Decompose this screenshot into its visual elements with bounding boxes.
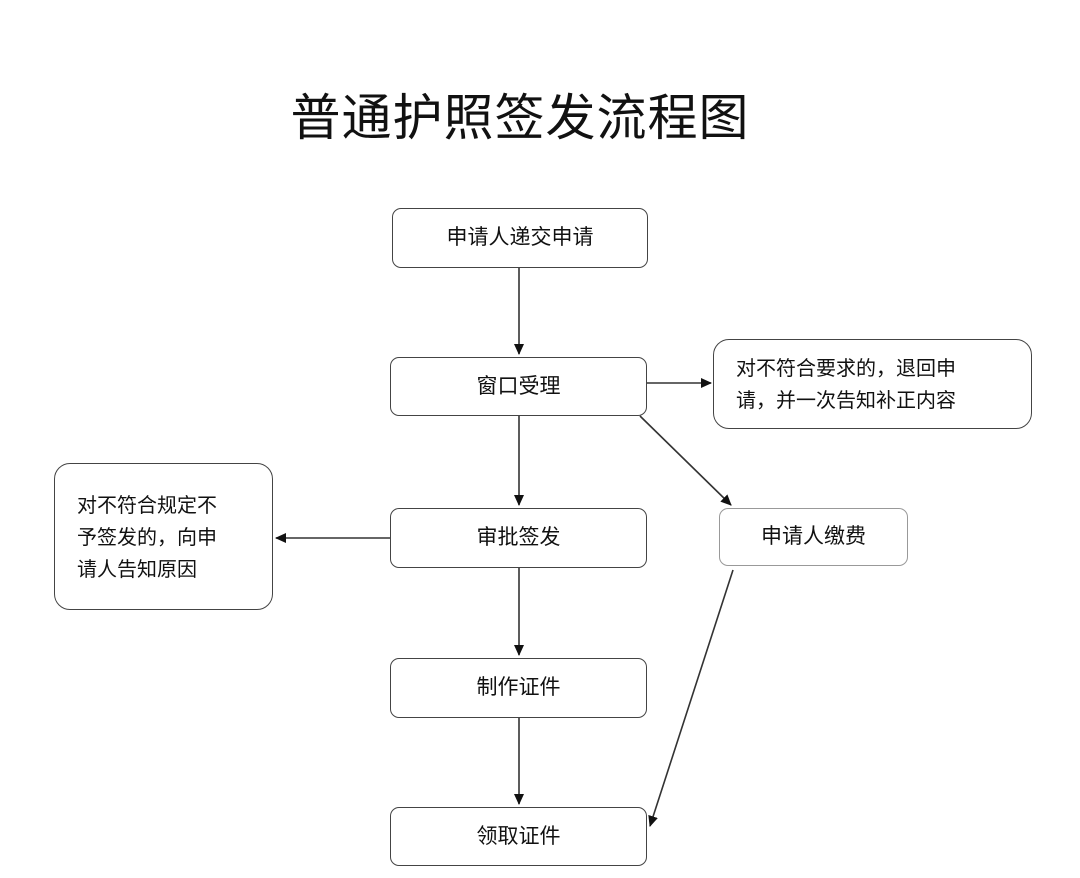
- node-make-label: 制作证件: [476, 675, 561, 700]
- refuse-note-line-2: 予签发的，向申: [77, 524, 217, 549]
- edge-accept-to-fee: [639, 415, 732, 506]
- node-fee-label: 申请人缴费: [761, 524, 866, 549]
- node-accept-label: 窗口受理: [476, 373, 561, 398]
- node-collect-label: 领取证件: [476, 823, 561, 848]
- node-refuse-note: 对不符合规定不 予签发的，向申 请人告知原因: [54, 463, 273, 610]
- refuse-note-line-3: 请人告知原因: [77, 556, 197, 581]
- node-submit-label: 申请人递交申请: [446, 225, 594, 250]
- node-approve-issue: 审批签发: [390, 508, 647, 568]
- node-applicant-pays-fee: 申请人缴费: [719, 508, 908, 566]
- node-submit-application: 申请人递交申请: [392, 208, 648, 268]
- return-note-line-1: 对不符合要求的，退回申: [736, 356, 956, 380]
- edge-fee-to-collect: [648, 569, 734, 827]
- refuse-note-line-1: 对不符合规定不: [77, 492, 217, 517]
- page-title: 普通护照签发流程图: [290, 89, 750, 147]
- node-collect-document: 领取证件: [390, 807, 647, 866]
- return-note-line-2: 请，并一次告知补正内容: [736, 388, 956, 412]
- node-make-document: 制作证件: [390, 658, 647, 718]
- node-window-acceptance: 窗口受理: [390, 357, 647, 416]
- node-return-note: 对不符合要求的，退回申 请，并一次告知补正内容: [713, 339, 1032, 429]
- node-approve-label: 审批签发: [476, 525, 561, 550]
